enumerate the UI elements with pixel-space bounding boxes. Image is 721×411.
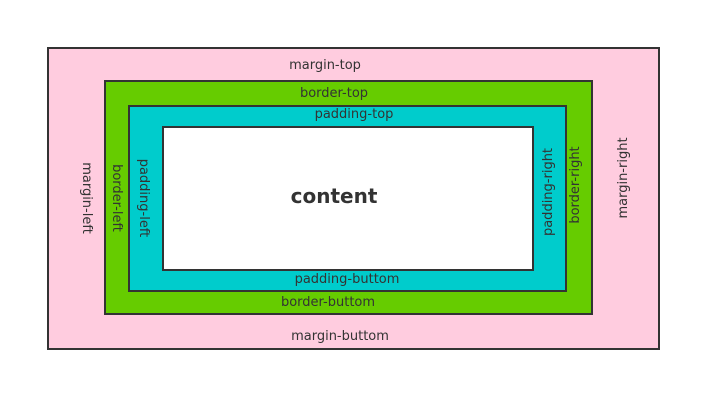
padding-top-label: padding-top bbox=[314, 107, 394, 122]
content-label: content bbox=[290, 184, 378, 208]
border-left-label: border-left bbox=[109, 164, 124, 232]
margin-right-label: margin-right bbox=[616, 137, 631, 219]
padding-left-label: padding-left bbox=[136, 158, 151, 238]
content-area bbox=[162, 126, 534, 271]
margin-top-label: margin-top bbox=[289, 58, 361, 73]
padding-bottom-label: padding-buttom bbox=[294, 272, 400, 287]
padding-right-label: padding-right bbox=[541, 147, 556, 237]
margin-left-label: margin-left bbox=[79, 162, 94, 234]
margin-bottom-label: margin-buttom bbox=[291, 329, 389, 344]
border-bottom-label: border-buttom bbox=[280, 295, 376, 310]
border-top-label: border-top bbox=[299, 86, 369, 101]
border-right-label: border-right bbox=[568, 146, 583, 224]
